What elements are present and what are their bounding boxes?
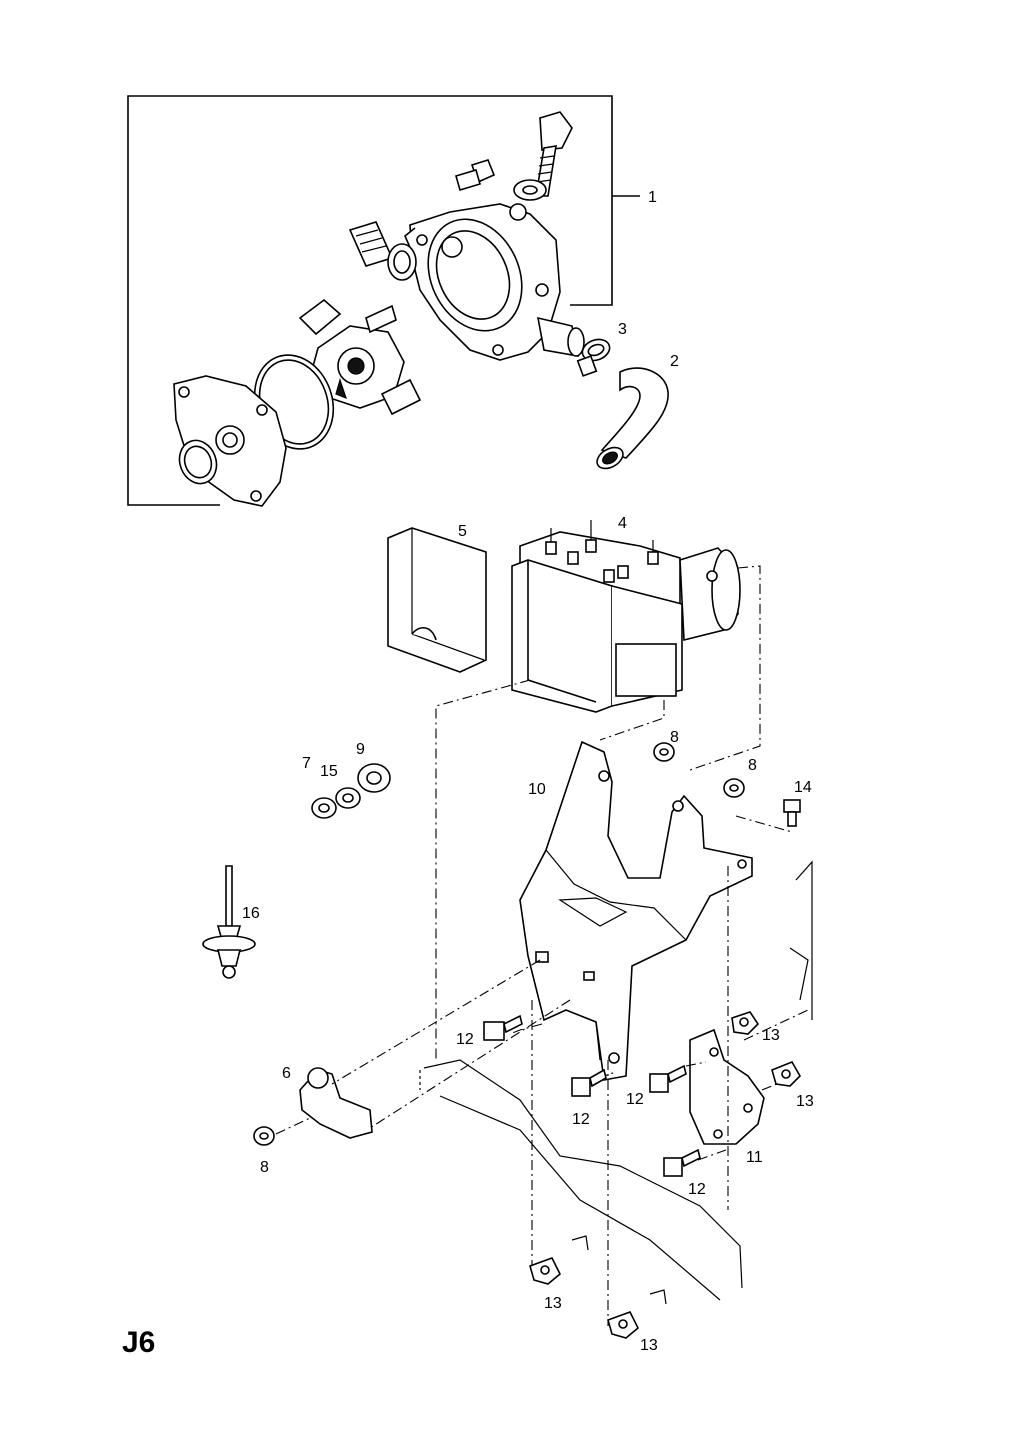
bolt-14 xyxy=(783,799,801,827)
nut-8-top xyxy=(653,742,675,762)
callout-7: 7 xyxy=(302,755,311,772)
callout-14: 14 xyxy=(794,779,812,796)
callout-12-b: 12 xyxy=(572,1111,590,1128)
callout-3: 3 xyxy=(618,321,627,338)
abs-hydraulic-unit xyxy=(511,520,741,713)
callout-8-lower: 8 xyxy=(260,1159,269,1176)
callout-12-a: 12 xyxy=(456,1031,474,1048)
callout-16: 16 xyxy=(242,905,260,922)
sensor-bracket xyxy=(299,1067,373,1139)
clip-13-c xyxy=(529,1235,589,1285)
support-bracket xyxy=(689,1028,765,1145)
bolt-12-a xyxy=(483,1014,523,1041)
body-panel-outline xyxy=(419,860,813,1301)
callout-6: 6 xyxy=(282,1065,291,1082)
mounting-pin xyxy=(202,865,256,979)
seal-ring xyxy=(178,439,218,485)
bolt-12-c xyxy=(649,1064,687,1093)
callout-13-a: 13 xyxy=(762,1027,780,1044)
nut-7 xyxy=(311,797,337,819)
callout-11: 11 xyxy=(746,1149,763,1166)
callout-2: 2 xyxy=(670,353,679,370)
washer-15 xyxy=(335,787,361,809)
abs-control-module-cover xyxy=(387,527,487,673)
inlet-connector xyxy=(348,221,417,281)
callout-5: 5 xyxy=(458,523,467,540)
clip-13-d xyxy=(607,1289,667,1339)
clip-13-b xyxy=(771,1060,801,1087)
callout-12-c: 12 xyxy=(626,1091,644,1108)
abs-mounting-bracket xyxy=(519,740,753,1081)
small-screw xyxy=(455,159,496,191)
callout-9: 9 xyxy=(356,741,365,758)
nut-8-lower xyxy=(253,1126,275,1146)
hose-clamp xyxy=(576,338,611,377)
callout-10: 10 xyxy=(528,781,546,798)
callout-8-top: 8 xyxy=(670,729,679,746)
pump-housing xyxy=(404,203,585,361)
callout-13-d: 13 xyxy=(640,1337,658,1354)
page-code: J6 xyxy=(122,1326,155,1359)
callout-8-right: 8 xyxy=(748,757,757,774)
callout-15: 15 xyxy=(320,763,338,780)
nut-8-right xyxy=(723,778,745,798)
callout-1: 1 xyxy=(648,189,657,206)
leader-lines xyxy=(275,565,809,1326)
assembly-bracket-1 xyxy=(127,95,640,506)
callout-13-c: 13 xyxy=(544,1295,562,1312)
washer-9 xyxy=(357,763,391,793)
pump-rotor xyxy=(298,298,422,416)
bolt-12-d xyxy=(663,1148,701,1177)
callout-12-d: 12 xyxy=(688,1181,706,1198)
bolt-12-b xyxy=(571,1068,607,1097)
callout-4: 4 xyxy=(618,515,627,532)
callout-13-b: 13 xyxy=(796,1093,814,1110)
vacuum-hose xyxy=(596,367,669,470)
clip-13-a xyxy=(731,1011,760,1035)
copper-washer xyxy=(513,179,547,201)
